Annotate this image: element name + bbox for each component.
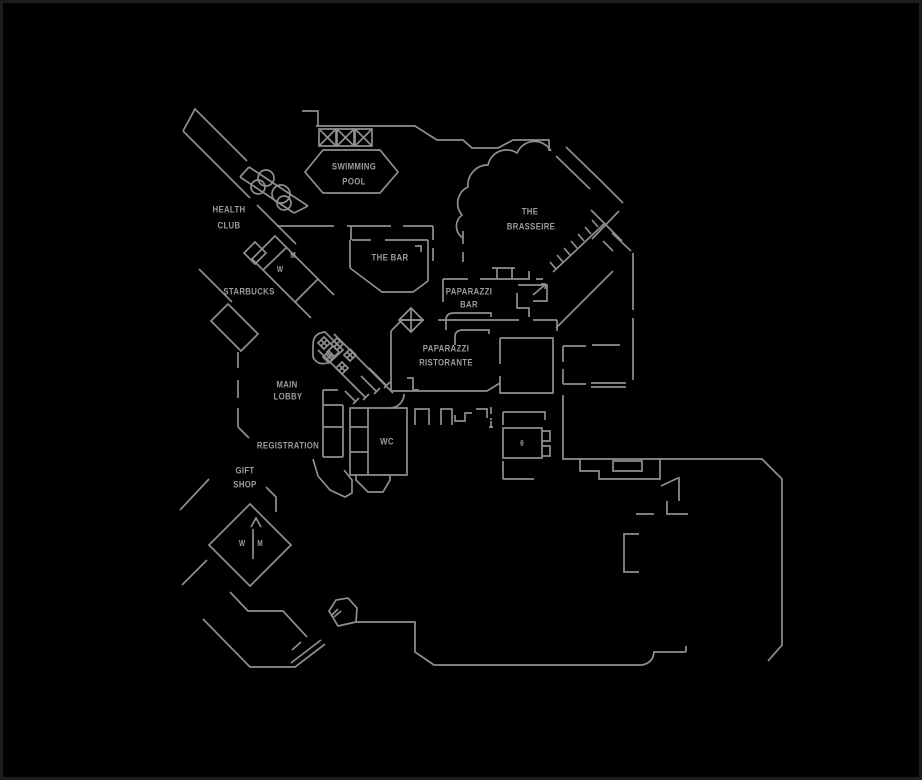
wall [442, 267, 543, 302]
wall [611, 232, 634, 380]
paparazzi-ristorante-room [390, 306, 558, 392]
bottom-area [179, 478, 687, 668]
gift-shop-label-line1: GIFT [235, 465, 255, 477]
locker-women-label: W [276, 265, 284, 274]
gift-shop-walls [179, 478, 277, 528]
wall [579, 459, 661, 480]
right-wing [562, 395, 783, 662]
spa-tub-icon [257, 169, 275, 187]
health-club-label-line2: CLUB [217, 220, 241, 232]
door-swing-icon [389, 393, 405, 409]
wall [349, 407, 408, 476]
brasserie [455, 140, 634, 380]
paparazzi-bar-label-line2: BAR [460, 299, 478, 311]
registration-area [312, 389, 353, 498]
wall [312, 458, 353, 498]
wall [502, 411, 551, 480]
paparazzi-ristorante-label-line2: RISTORANTE [419, 357, 473, 369]
escalator-cell-icon [316, 335, 332, 351]
the-bar-room [349, 239, 429, 293]
locker-men-label: M [290, 251, 296, 260]
escalator-cell-icon [329, 336, 345, 352]
escalator-cell-icon [321, 349, 337, 365]
mid-right-rooms [499, 337, 626, 394]
brasserie-label-line2: BRASSEIRE [506, 221, 556, 233]
elevator-room [502, 411, 551, 480]
wall [355, 475, 391, 493]
paparazzi-ristorante-label-line1: PAPARAZZI [422, 343, 470, 355]
corridor-walls [181, 559, 326, 668]
corner-mark [415, 245, 422, 252]
wall [555, 270, 614, 329]
wall [391, 377, 501, 392]
restroom-women-label: W [238, 539, 246, 548]
skylight-icon [354, 128, 373, 147]
brasserie-label-line1: THE [521, 206, 539, 218]
corridor-doors [414, 408, 493, 428]
wall [198, 268, 233, 303]
entry-vestibule [328, 597, 358, 627]
restroom-men-label: M [257, 539, 263, 548]
main-lobby-label-line2: LOBBY [273, 391, 303, 403]
wall [623, 477, 688, 573]
door-icon [397, 306, 425, 334]
swimming-pool-outline [303, 149, 400, 194]
restrooms-outline [207, 502, 293, 588]
spa-band [239, 166, 309, 214]
starbucks-area [198, 268, 260, 439]
gift-shop-label-line2: SHOP [233, 479, 257, 491]
skylight-icon [318, 128, 337, 147]
stairs-icon [549, 219, 606, 273]
outer-wall [562, 395, 783, 662]
elevator-symbol-label: θ [520, 439, 524, 448]
lobby-escalators [312, 331, 394, 405]
spa-tub-icon [276, 195, 292, 211]
spa-tub-icon [271, 184, 291, 204]
wall [516, 283, 548, 317]
wall [499, 337, 554, 394]
starbucks-label: STARBUCKS [223, 286, 275, 298]
outer-wall [356, 621, 687, 666]
wall [182, 107, 248, 162]
pool-area [277, 110, 550, 261]
lobby-west-wall [237, 352, 250, 439]
kiosk [209, 302, 260, 353]
wall [562, 344, 626, 388]
bar-counter [445, 312, 492, 345]
health-club-label-line1: HEALTH [212, 204, 246, 216]
wall [294, 278, 335, 319]
escalator-cell-icon [334, 360, 350, 376]
wc-label: WC [380, 436, 394, 448]
wall [555, 146, 624, 204]
health-club-wing [182, 107, 335, 319]
cloud-wall [455, 140, 552, 239]
stairs-icon [344, 367, 391, 405]
door-frames [414, 408, 493, 428]
paparazzi-bar-label-line1: PAPARAZZI [445, 286, 493, 298]
swimming-pool-label-line2: POOL [342, 176, 366, 188]
wall [590, 209, 623, 242]
registration-desk [322, 389, 344, 458]
skylight-icon [336, 128, 355, 147]
wall [182, 130, 297, 245]
swimming-pool-label-line1: SWIMMING [331, 161, 377, 173]
spa-tub-icon [250, 179, 266, 195]
escalator-cell-icon [342, 347, 358, 363]
main-lobby-label-line1: MAIN [276, 379, 298, 391]
wall [602, 240, 614, 252]
registration-label: REGISTRATION [256, 440, 320, 452]
roof-wall [373, 125, 550, 151]
pool-deck-wall [277, 225, 434, 261]
the-bar-label: THE BAR [371, 252, 409, 264]
roof-wall [302, 110, 373, 127]
wall [349, 239, 429, 293]
